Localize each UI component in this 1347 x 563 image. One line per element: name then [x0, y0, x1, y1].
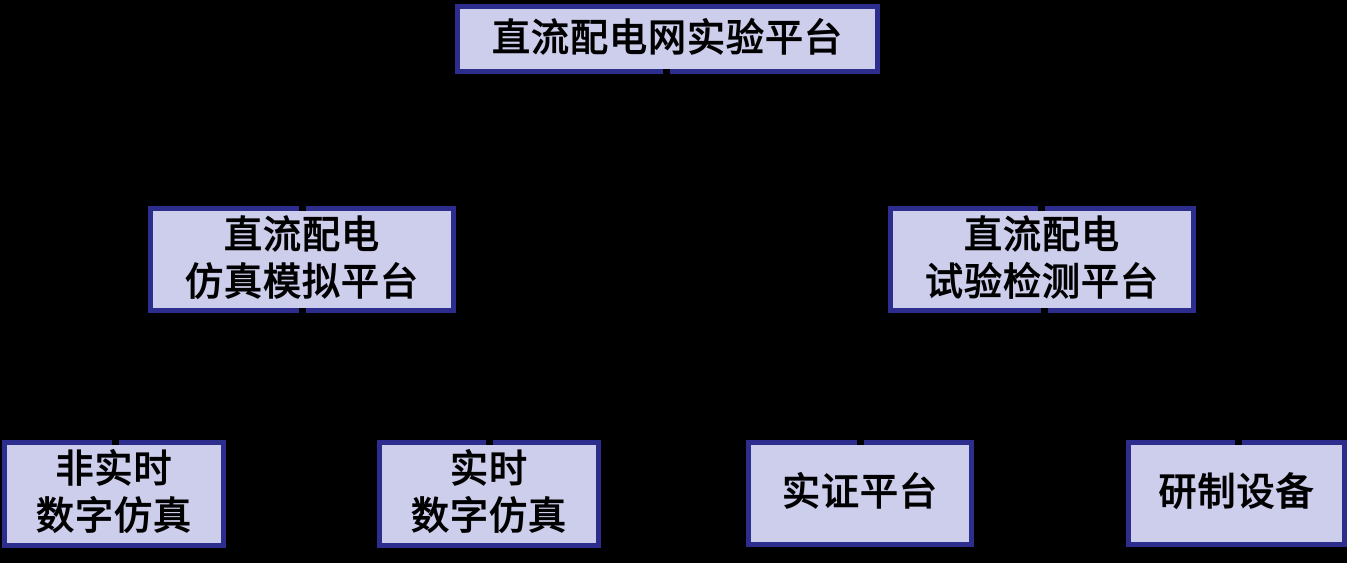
node-label-line1: 实时 — [449, 449, 528, 491]
node-label-line2: 试验检测平台 — [924, 261, 1159, 304]
node-dc-distribution-experiment-platform: 直流配电网实验平台 — [455, 4, 880, 74]
node-label-line2: 数字仿真 — [410, 496, 567, 538]
edge-root-to-test — [1038, 140, 1045, 211]
edge-test-drop — [1041, 308, 1048, 382]
node-empirical-platform: 实证平台 — [746, 440, 974, 547]
edge-test-to-empirical — [857, 376, 864, 445]
node-dc-test-inspection-platform: 直流配电 试验检测平台 — [888, 206, 1196, 313]
edge-root-to-sim — [299, 140, 306, 211]
edge-sim-to-non-realtime — [112, 376, 119, 445]
edge-level1-rail — [299, 140, 1045, 146]
node-developed-equipment: 研制设备 — [1126, 440, 1347, 547]
edge-level2-rail-right — [857, 376, 1241, 382]
node-non-realtime-digital-simulation: 非实时 数字仿真 — [2, 440, 226, 548]
edge-sim-to-realtime — [486, 376, 493, 445]
node-label-line2: 仿真模拟平台 — [184, 261, 419, 304]
edge-sim-drop — [299, 308, 306, 382]
edge-level2-rail-left — [112, 376, 492, 382]
node-label-line1: 直流配电 — [223, 214, 380, 257]
edge-test-to-equipment — [1235, 376, 1242, 445]
node-label: 研制设备 — [1158, 472, 1315, 514]
node-label-line2: 数字仿真 — [35, 496, 192, 538]
node-dc-simulation-platform: 直流配电 仿真模拟平台 — [148, 206, 456, 313]
node-realtime-digital-simulation: 实时 数字仿真 — [377, 440, 601, 548]
node-label: 直流配电网实验平台 — [491, 17, 843, 60]
edge-root-drop — [663, 69, 670, 146]
node-label: 实证平台 — [781, 472, 938, 514]
node-label-line1: 非实时 — [55, 449, 173, 491]
node-label-line1: 直流配电 — [963, 214, 1120, 257]
